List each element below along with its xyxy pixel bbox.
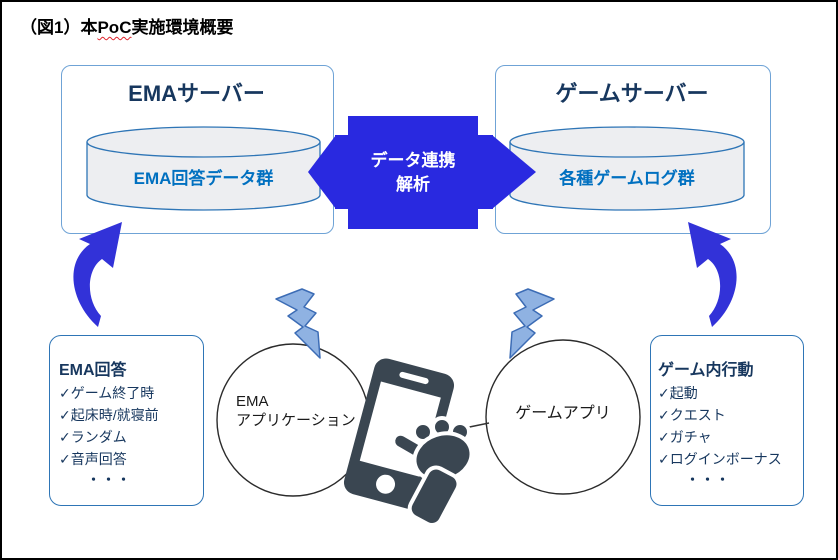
game-actions-ellipsis: ・・・ [686,472,732,487]
figure-title-part3: 実施環境概要 [131,18,234,37]
ema-app-label-line2: アプリケーション [236,412,356,429]
data-linkage-arrow [308,116,536,229]
tapping-hand-icon [391,416,474,527]
ema-answers-panel [49,335,204,506]
game-database-label: 各種ゲームログ群 [559,169,695,188]
figure-title: （図1）本PoC実施環境概要 [20,13,233,38]
game-upload-curved-arrow [688,222,737,327]
ema-database-label: EMA回答データ群 [133,169,274,188]
data-linkage-line2: 解析 [396,175,430,194]
data-linkage-line1: データ連携 [370,151,456,170]
ema-app-label: EMA アプリケーション [236,392,366,430]
ema-database-cylinder [86,126,321,211]
ema-server-title: EMAサーバー [128,81,265,106]
list-item: ✓起床時/就寝前 [59,407,159,423]
game-actions-panel [650,335,804,506]
ema-lightning-bolt-icon [275,288,321,359]
game-app-circle [485,339,641,495]
list-item: ✓ゲーム終了時 [59,385,155,401]
figure-title-part1: （図1）本 [20,18,98,37]
ema-answers-ellipsis: ・・・ [87,472,133,487]
list-item: ✓クエスト [658,407,726,423]
ema-answers-content: EMA回答 ✓ゲーム終了時 ✓起床時/就寝前 ✓ランダム ✓音声回答 ・・・ [59,360,199,490]
ema-upload-curved-arrow [73,222,122,327]
list-item: ✓音声回答 [59,451,127,467]
list-item: ✓ガチャ [658,429,712,445]
game-server-title: ゲームサーバー [555,81,709,106]
list-item: ✓起動 [658,385,698,401]
list-item: ✓ログインボーナス [658,451,782,467]
ema-app-label-line1: EMA [236,393,269,410]
figure-title-spellchecked-word: PoC [97,18,132,37]
list-item: ✓ランダム [59,429,127,445]
ema-answers-header: EMA回答 [59,362,127,379]
game-actions-content: ゲーム内行動 ✓起動 ✓クエスト ✓ガチャ ✓ログインボーナス ・・・ [658,360,800,490]
game-lightning-bolt-icon [509,288,555,359]
game-app-label: ゲームアプリ [515,405,611,422]
data-linkage-label: データ連携 解析 [348,149,478,197]
game-actions-header: ゲーム内行動 [658,362,754,379]
game-database-cylinder [509,126,745,211]
